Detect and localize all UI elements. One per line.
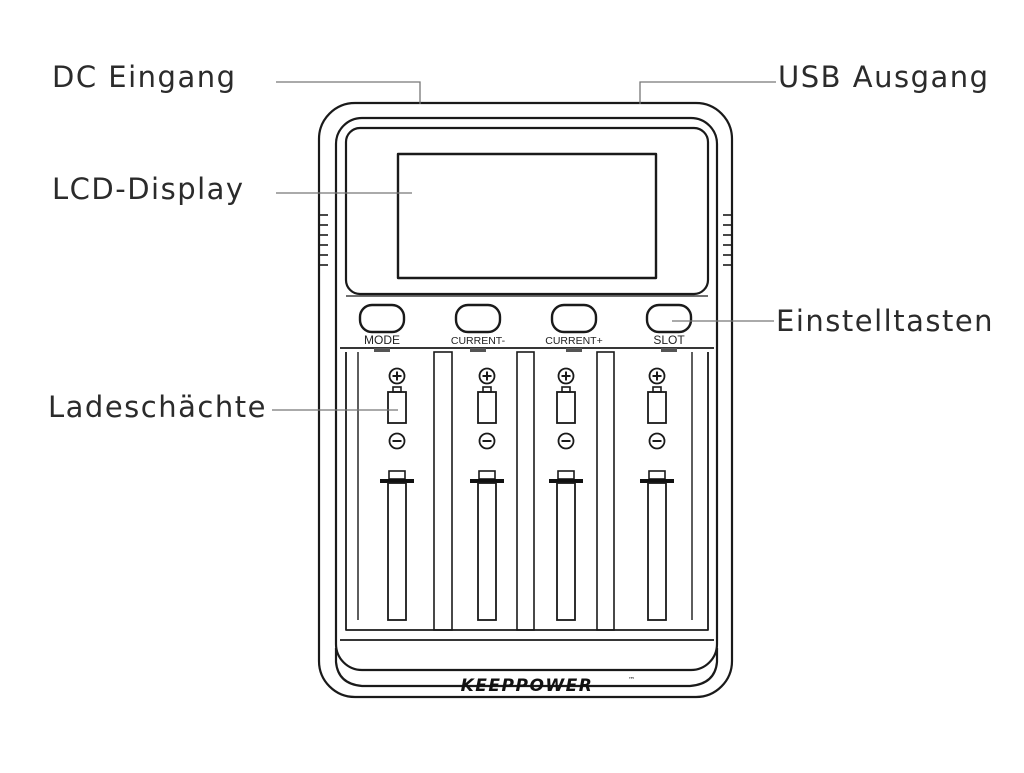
charging-slot[interactable] bbox=[470, 367, 504, 621]
minus-terminal-icon bbox=[478, 432, 496, 450]
battery-icon bbox=[387, 386, 407, 424]
negative-slider-contact[interactable] bbox=[640, 470, 674, 621]
negative-slider-contact[interactable] bbox=[380, 470, 414, 621]
callout-dc-input: DC Eingang bbox=[52, 60, 237, 94]
device-inner-shell bbox=[334, 116, 719, 672]
button-label: CURRENT- bbox=[451, 335, 506, 347]
slot-divider bbox=[433, 351, 453, 631]
plus-terminal-icon bbox=[388, 367, 406, 385]
slot-divider bbox=[596, 351, 615, 631]
callout-adjust-keys: Einstelltasten bbox=[776, 304, 995, 338]
slot-bay-floor bbox=[345, 352, 709, 631]
lcd-screen bbox=[396, 152, 658, 280]
trademark-mark: ™ bbox=[628, 676, 635, 684]
device-base bbox=[334, 648, 719, 688]
button-current-plus[interactable]: CURRENT+ bbox=[545, 303, 603, 352]
charging-slot[interactable] bbox=[640, 367, 674, 621]
leader-usb-output bbox=[639, 81, 776, 104]
button-slot[interactable]: SLOT bbox=[645, 303, 693, 352]
button-label: MODE bbox=[364, 333, 400, 347]
plus-terminal-icon bbox=[478, 367, 496, 385]
battery-icon bbox=[647, 386, 667, 424]
brand-logo: KEEPPOWER bbox=[461, 676, 594, 696]
charging-slot[interactable] bbox=[549, 367, 583, 621]
plus-terminal-icon bbox=[557, 367, 575, 385]
minus-terminal-icon bbox=[557, 432, 575, 450]
leader-dc-input bbox=[276, 81, 421, 104]
minus-terminal-icon bbox=[648, 432, 666, 450]
callout-usb-output: USB Ausgang bbox=[778, 60, 990, 94]
negative-slider-contact[interactable] bbox=[549, 470, 583, 621]
slot-divider bbox=[516, 351, 535, 631]
lcd-frame bbox=[344, 126, 710, 296]
charging-slot[interactable] bbox=[380, 367, 414, 621]
callout-lcd-display: LCD-Display bbox=[52, 172, 245, 206]
button-label: SLOT bbox=[653, 333, 685, 347]
battery-icon bbox=[556, 386, 576, 424]
callout-charging-slots: Ladeschächte bbox=[48, 390, 267, 424]
button-mode[interactable]: MODE bbox=[358, 303, 406, 352]
button-current-minus[interactable]: CURRENT- bbox=[451, 303, 506, 352]
battery-icon bbox=[477, 386, 497, 424]
left-side-vent bbox=[319, 214, 328, 266]
device-outer-shell bbox=[317, 101, 734, 699]
plus-terminal-icon bbox=[648, 367, 666, 385]
minus-terminal-icon bbox=[388, 432, 406, 450]
right-side-vent bbox=[723, 214, 732, 266]
negative-slider-contact[interactable] bbox=[470, 470, 504, 621]
button-label: CURRENT+ bbox=[545, 335, 602, 347]
